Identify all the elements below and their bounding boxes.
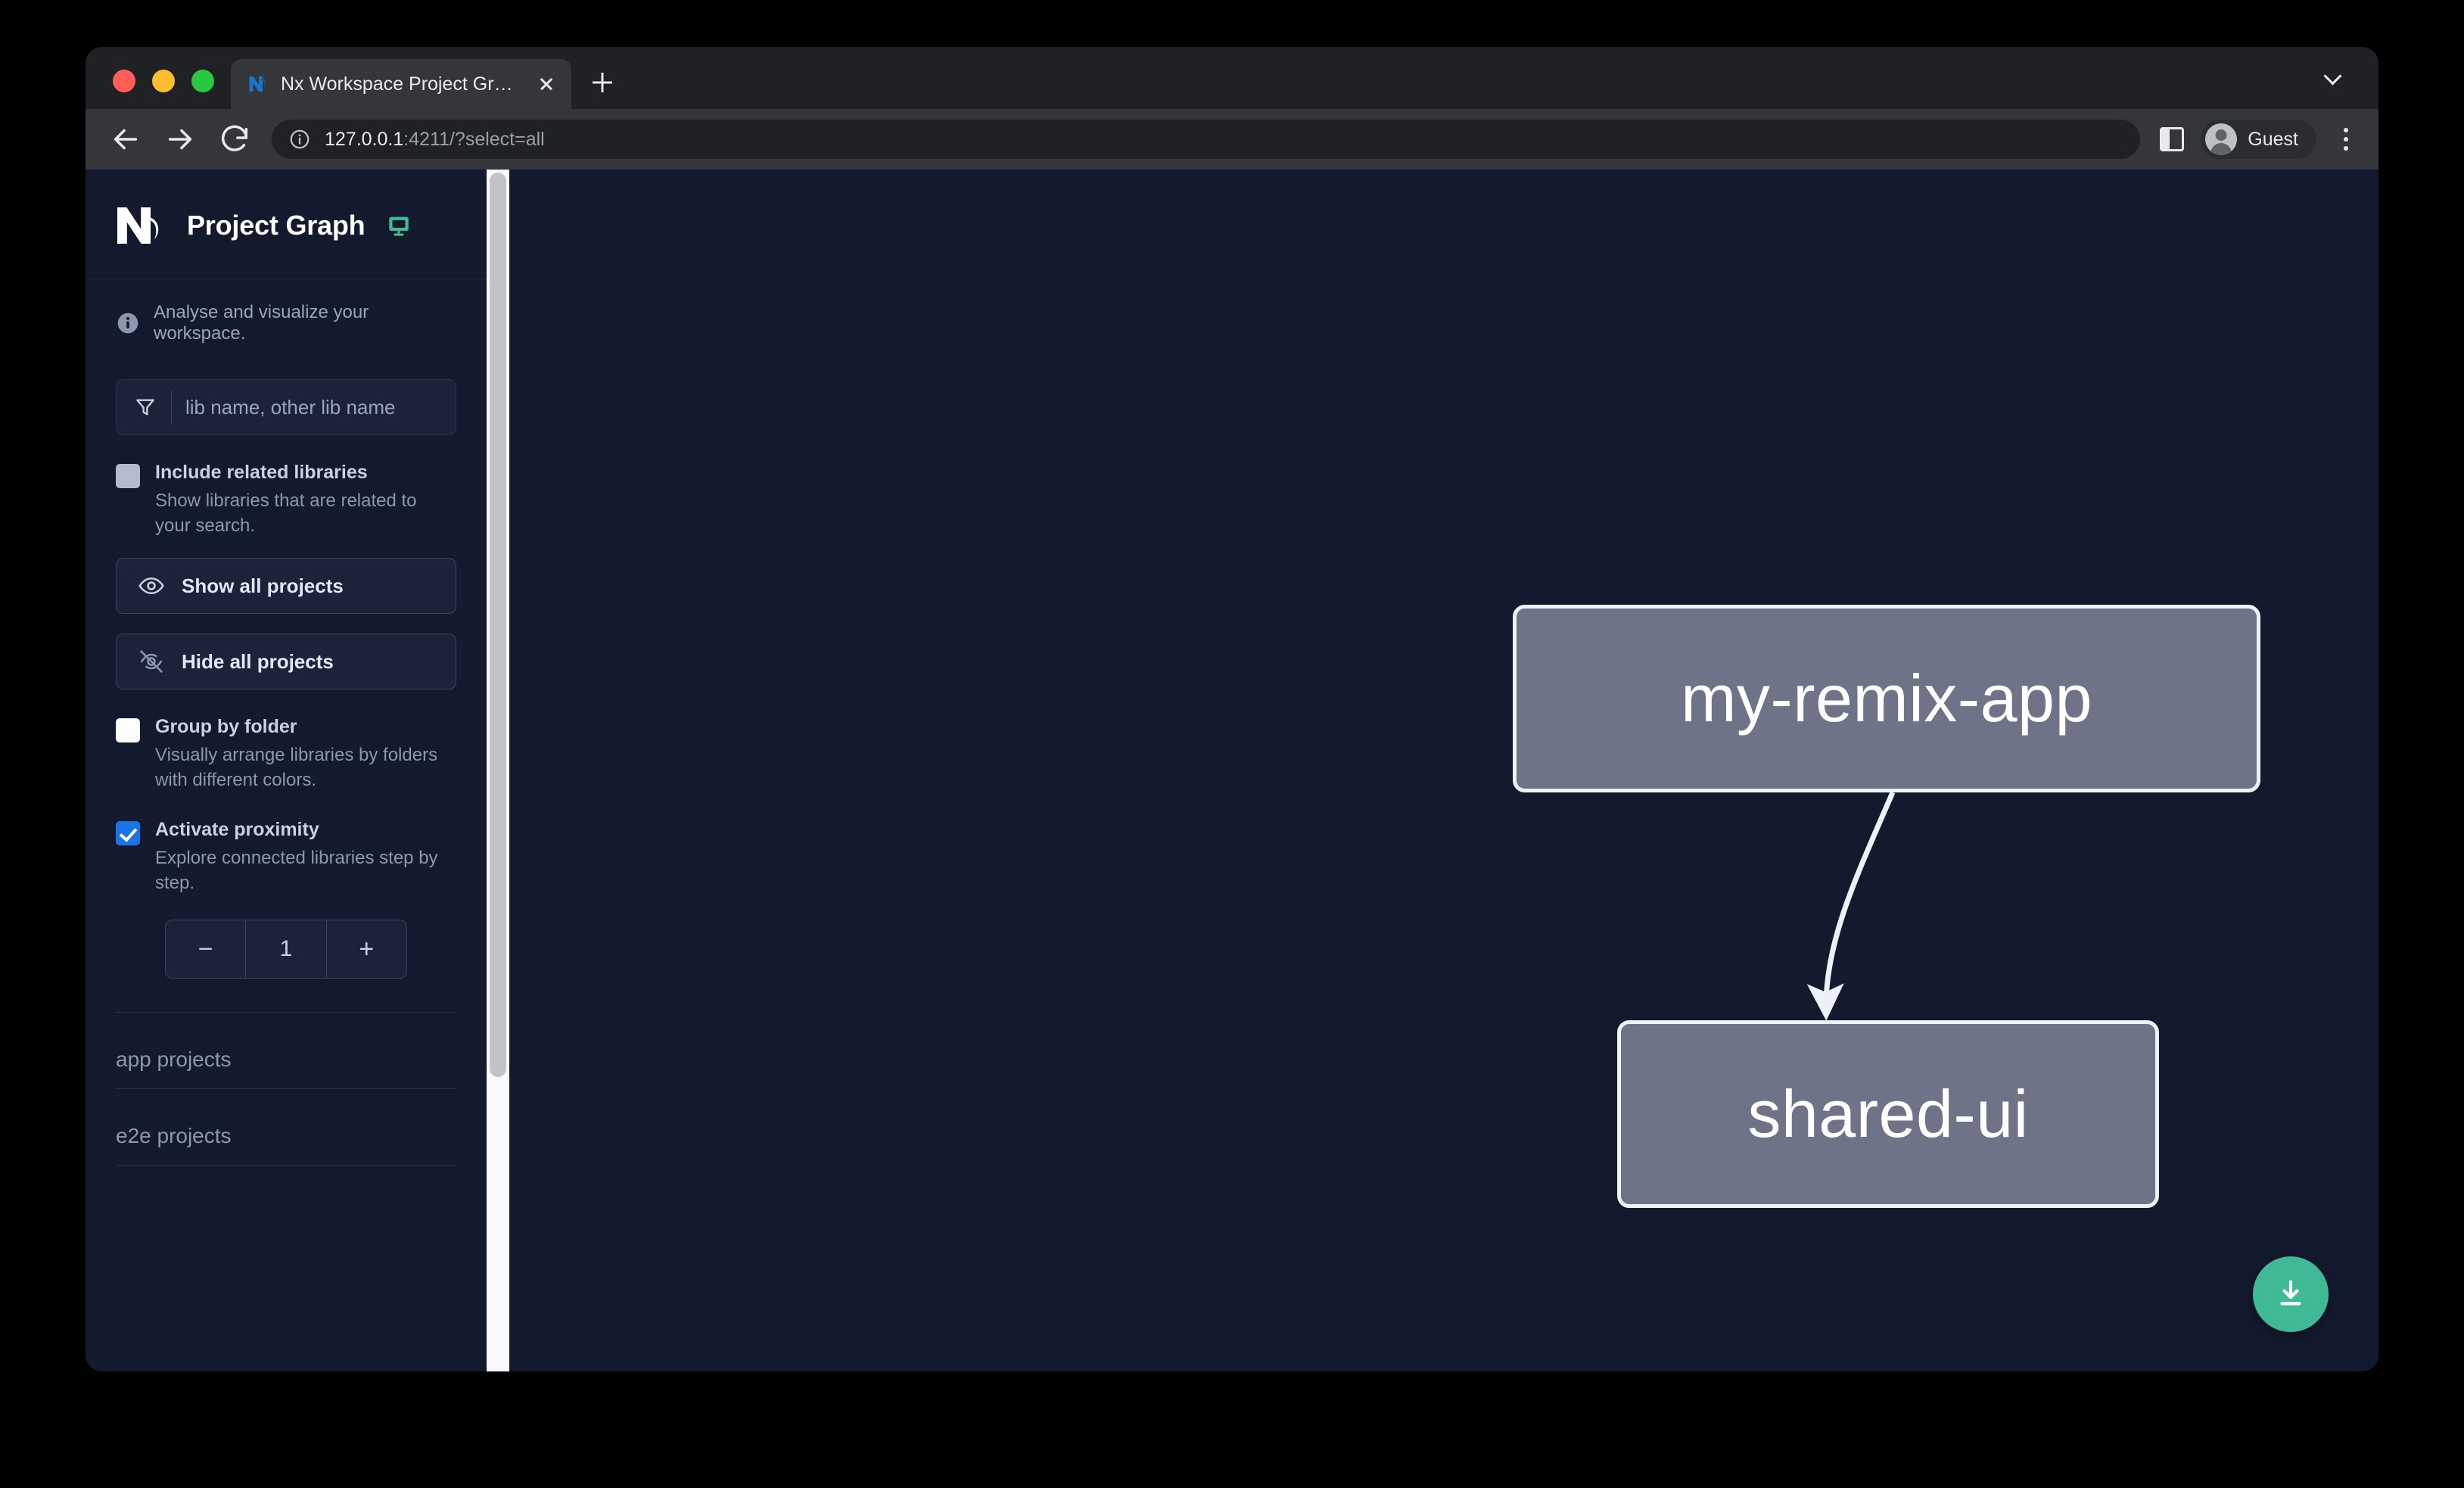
sidebar-tagline: Analyse and visualize your workspace. [86, 279, 487, 344]
graph-node-my-remix-app[interactable]: my-remix-app [1513, 605, 2260, 792]
sidebar-tagline-text: Analyse and visualize your workspace. [154, 302, 369, 344]
option-description: Show libraries that are related to your … [155, 490, 417, 536]
sidebar-scrollbar-thumb[interactable] [490, 173, 506, 1077]
sidebar-section-e2e-projects[interactable]: e2e projects [116, 1089, 456, 1166]
window-traffic-lights [86, 70, 231, 109]
page-title: Project Graph [187, 210, 366, 241]
profile-name: Guest [2248, 128, 2298, 150]
arrow-left-icon[interactable] [108, 122, 143, 157]
url-path: :4211/?select=all [403, 128, 545, 150]
download-icon [2273, 1276, 2308, 1313]
minimize-window-button[interactable] [152, 70, 175, 92]
nx-favicon-icon [247, 73, 270, 95]
checkbox-group-by-folder[interactable] [116, 718, 140, 743]
browser-tab[interactable]: Nx Workspace Project Graph [231, 59, 571, 109]
address-bar-url: 127.0.0.1:4211/?select=all [325, 129, 545, 151]
info-circle-icon[interactable] [288, 128, 311, 151]
graph-node-label: shared-ui [1747, 1076, 2029, 1151]
sidebar-scrollbar[interactable] [487, 170, 509, 1371]
close-window-button[interactable] [113, 70, 135, 92]
option-label: Include related libraries [155, 462, 368, 483]
graph-edge-my-remix-app-to-shared-ui [1806, 791, 1896, 1021]
info-icon [116, 311, 140, 335]
search-divider [171, 390, 172, 425]
proximity-stepper: − 1 + [165, 920, 407, 979]
checkbox-include-related-libraries[interactable] [116, 464, 140, 488]
option-label: Activate proximity [155, 819, 319, 841]
proximity-value: 1 [245, 920, 327, 979]
browser-toolbar: 127.0.0.1:4211/?select=all Guest [86, 109, 2378, 170]
proximity-increment-button[interactable]: + [327, 920, 406, 978]
show-all-projects-button[interactable]: Show all projects [116, 558, 456, 615]
nx-logo-icon [116, 206, 167, 245]
sidebar-header: Project Graph [86, 170, 487, 279]
side-panel-icon[interactable] [2160, 127, 2185, 151]
search-input[interactable] [185, 395, 448, 419]
sidebar-section-app-projects[interactable]: app projects [116, 1013, 456, 1090]
plus-icon[interactable] [580, 61, 624, 104]
address-bar[interactable]: 127.0.0.1:4211/?select=all [272, 120, 2141, 159]
person-avatar-icon [2205, 123, 2238, 155]
download-graph-button[interactable] [2253, 1256, 2329, 1332]
toolbar-right-actions: Guest [2160, 120, 2359, 159]
profile-chip[interactable]: Guest [2201, 120, 2316, 159]
reload-icon[interactable] [217, 122, 252, 157]
proximity-decrement-button[interactable]: − [166, 920, 245, 978]
option-description: Explore connected libraries step by step… [155, 848, 438, 893]
url-host: 127.0.0.1 [325, 128, 404, 150]
browser-window: Nx Workspace Project Graph [86, 47, 2378, 1371]
sidebar-divider [116, 1012, 456, 1013]
option-include-related-libraries[interactable]: Include related libraries Show libraries… [116, 461, 456, 538]
page-content: Project Graph Analy [86, 170, 2378, 1371]
eye-slash-icon [138, 648, 165, 675]
project-graph-canvas[interactable]: my-remix-app shared-ui [509, 170, 2378, 1371]
close-icon[interactable] [534, 71, 559, 97]
arrow-right-icon[interactable] [163, 122, 198, 157]
chevron-down-icon[interactable] [2319, 67, 2345, 92]
monitor-icon[interactable] [386, 213, 412, 238]
tab-strip: Nx Workspace Project Graph [86, 47, 2378, 109]
hide-all-projects-button[interactable]: Hide all projects [116, 633, 456, 690]
graph-node-label: my-remix-app [1681, 661, 2092, 736]
show-all-projects-label: Show all projects [182, 574, 344, 597]
sidebar-body: Include related libraries Show libraries… [86, 344, 487, 979]
option-activate-proximity[interactable]: Activate proximity Explore connected lib… [116, 818, 456, 895]
option-group-by-folder[interactable]: Group by folder Visually arrange librari… [116, 715, 456, 792]
hide-all-projects-label: Hide all projects [182, 649, 334, 673]
kebab-menu-icon[interactable] [2333, 124, 2359, 154]
option-description: Visually arrange libraries by folders wi… [155, 745, 438, 790]
option-label: Group by folder [155, 716, 297, 738]
search-row[interactable] [116, 379, 456, 435]
maximize-window-button[interactable] [191, 70, 214, 92]
eye-icon [138, 572, 165, 599]
tab-title: Nx Workspace Project Graph [281, 73, 523, 95]
sidebar: Project Graph Analy [86, 170, 487, 1371]
filter-funnel-icon [133, 395, 157, 419]
graph-node-shared-ui[interactable]: shared-ui [1617, 1020, 2159, 1208]
checkbox-activate-proximity[interactable] [116, 821, 140, 846]
